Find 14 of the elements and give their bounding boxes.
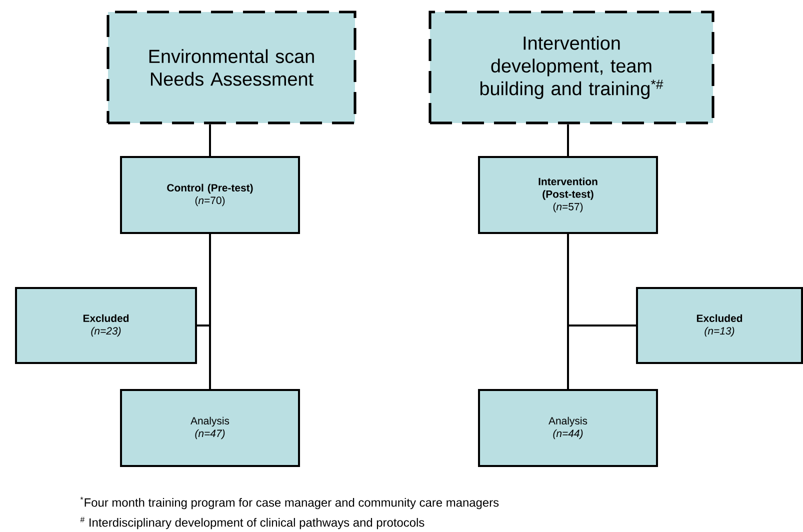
process-box: Analysis (n=44) [478,388,658,467]
process-box: Control (Pre-test) (n=70) [120,156,300,234]
process-box: Intervention (Post-test) (n=57) [478,156,658,234]
footnote: $^{*}$Four month training program for case manager and community care managers [80,496,499,510]
connector-line [209,124,211,156]
process-box: Excluded (n=13) [636,286,803,364]
connector-line [567,124,569,156]
dashed-box: Intervention development, team building and training$^{*#}$ [428,10,714,124]
process-box: Analysis (n=47) [120,388,300,467]
connector-line [567,234,636,326]
connector-line [197,234,211,326]
process-box: Excluded (n=23) [15,286,197,364]
footnote: $^{#}$ Interdisciplinary development of clinical pathways and protocols [80,516,424,530]
dashed-box: Environmental scan Needs Assessment [106,10,356,124]
